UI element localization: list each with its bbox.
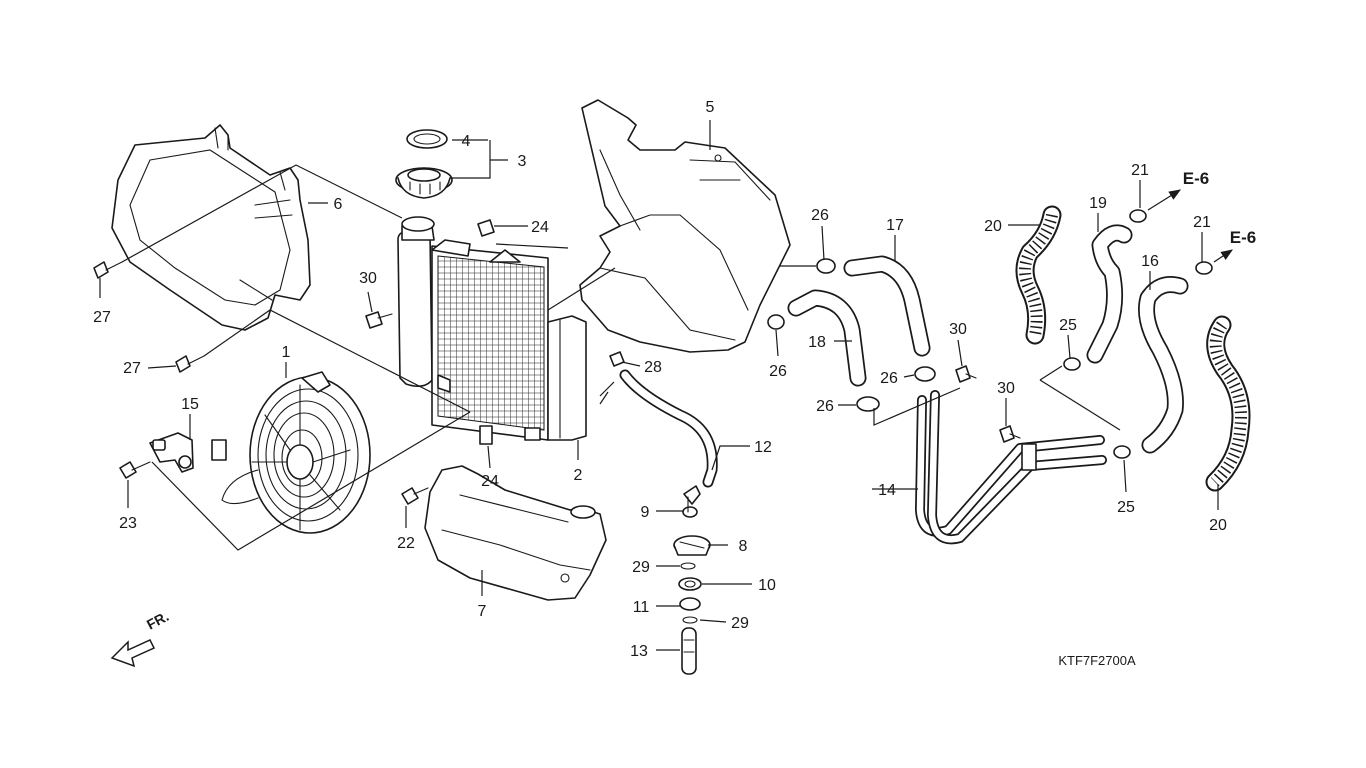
callout-25-lower: 25	[1117, 499, 1135, 516]
radiator-part	[397, 216, 587, 441]
callout-17: 17	[886, 217, 904, 234]
callout-20-lower: 20	[1209, 517, 1227, 534]
callout-29-lower: 29	[731, 615, 749, 632]
callout-10: 10	[758, 577, 776, 594]
callout-3: 3	[518, 153, 527, 170]
hose-assembly-part	[915, 390, 1107, 545]
radiator-cap-part	[395, 129, 453, 199]
front-marker-label: FR.	[144, 608, 171, 633]
callout-23: 23	[119, 515, 137, 532]
callout-11: 11	[633, 599, 650, 616]
callout-22: 22	[397, 535, 415, 552]
callout-30-c: 30	[997, 380, 1015, 397]
hose-20-lower-part	[1205, 315, 1251, 492]
hose-17-part	[843, 255, 931, 357]
shroud-cover-part	[111, 124, 311, 331]
cooling-fan-part	[221, 371, 371, 534]
callout-27-lower: 27	[123, 360, 141, 377]
diagram-code: KTF7F2700A	[1058, 653, 1136, 668]
callout-26-c: 26	[880, 370, 898, 387]
ref-e6-lower: E-6	[1230, 228, 1256, 247]
callout-13: 13	[630, 643, 648, 660]
callout-26-b: 26	[769, 363, 787, 380]
callout-25-upper: 25	[1059, 317, 1077, 334]
clip-parts	[477, 219, 495, 445]
callout-29-upper: 29	[632, 559, 650, 576]
callout-14: 14	[878, 482, 896, 499]
callout-26-d: 26	[816, 398, 834, 415]
upper-cover-part	[579, 99, 791, 353]
callout-30-a: 30	[359, 270, 377, 287]
hose-clamp-parts	[767, 209, 1213, 459]
callout-18: 18	[808, 334, 826, 351]
callout-9: 9	[641, 504, 650, 521]
connector-part	[149, 432, 227, 473]
callout-24-lower: 24	[481, 473, 499, 490]
small-hose-part	[619, 369, 718, 488]
callout-1: 1	[282, 344, 291, 361]
callout-21-upper: 21	[1131, 162, 1149, 179]
callout-6: 6	[334, 196, 343, 213]
callout-15: 15	[181, 396, 199, 413]
hose-18-part	[787, 289, 867, 387]
callout-27-upper: 27	[93, 309, 111, 326]
reserve-tank-part	[424, 465, 607, 601]
callout-4: 4	[462, 133, 471, 150]
callout-24-upper: 24	[531, 219, 549, 236]
callout-12: 12	[754, 439, 772, 456]
bolt-parts	[93, 261, 1021, 505]
callout-5: 5	[706, 99, 715, 116]
callout-7: 7	[478, 603, 487, 620]
callout-16: 16	[1141, 253, 1159, 270]
leader-lines	[99, 120, 1219, 651]
callout-20-upper: 20	[984, 218, 1002, 235]
tank-fittings-part	[673, 485, 711, 675]
callout-8: 8	[739, 538, 748, 555]
hose-20-upper-part	[1015, 205, 1062, 345]
hose-16-part	[1138, 276, 1189, 454]
callout-28: 28	[644, 359, 662, 376]
ref-e6-upper: E-6	[1183, 169, 1209, 188]
callout-26-a: 26	[811, 207, 829, 224]
ref-arrow-icon	[1147, 189, 1233, 263]
callout-labels: 1 2 3 4 5 6 7 8 9 10 11 12 13 14 15 16 1…	[93, 99, 1256, 668]
hose-19-part	[1086, 224, 1133, 364]
callout-30-b: 30	[949, 321, 967, 338]
callout-2: 2	[574, 467, 583, 484]
front-arrow-icon	[110, 639, 156, 668]
callout-21-lower: 21	[1193, 214, 1211, 231]
callout-19: 19	[1089, 195, 1107, 212]
